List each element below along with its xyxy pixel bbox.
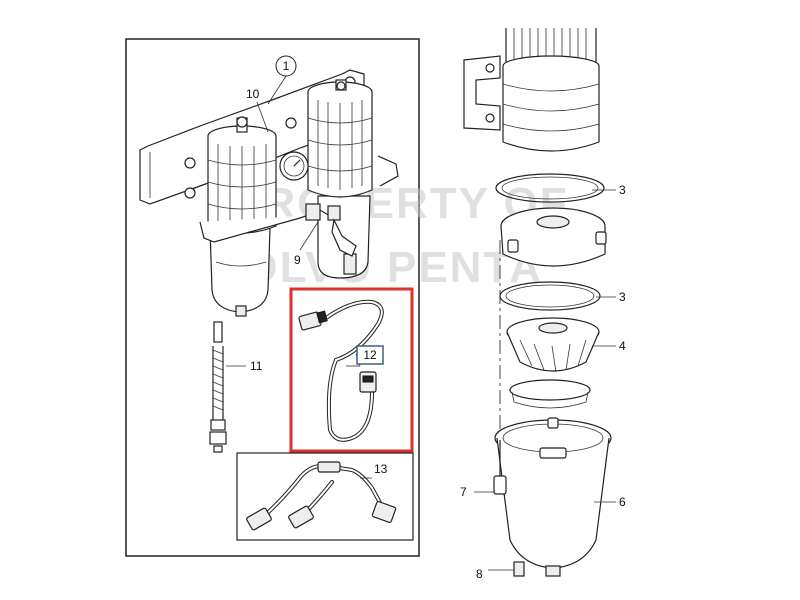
sensor-cable-12: [298, 299, 384, 442]
label-9: 9: [294, 253, 301, 267]
label-4: 4: [619, 339, 626, 353]
label-1: 1: [283, 59, 290, 73]
drain-hose: [209, 321, 227, 453]
drain-plug-8: [513, 561, 525, 577]
bolt-7: [493, 475, 507, 495]
label-3-lower: 3: [619, 290, 626, 304]
label-3-upper: 3: [619, 183, 626, 197]
left-panel-frame: [125, 38, 420, 557]
callout-1: 1: [275, 55, 297, 77]
label-10: 10: [246, 87, 260, 101]
exploded-filter-assembly: [463, 28, 612, 577]
highlight-box: [289, 287, 414, 453]
label-11: 11: [250, 359, 263, 373]
label-12: 12: [363, 348, 377, 362]
o-ring-upper: [495, 173, 605, 203]
label-8: 8: [476, 567, 483, 581]
o-ring-lower: [499, 281, 601, 311]
label-6: 6: [619, 495, 626, 509]
double-filter-assembly: [139, 69, 399, 317]
label-7: 7: [460, 485, 467, 499]
callout-12: 12: [356, 345, 384, 365]
label-13: 13: [374, 462, 388, 476]
harness-box: [236, 452, 414, 541]
